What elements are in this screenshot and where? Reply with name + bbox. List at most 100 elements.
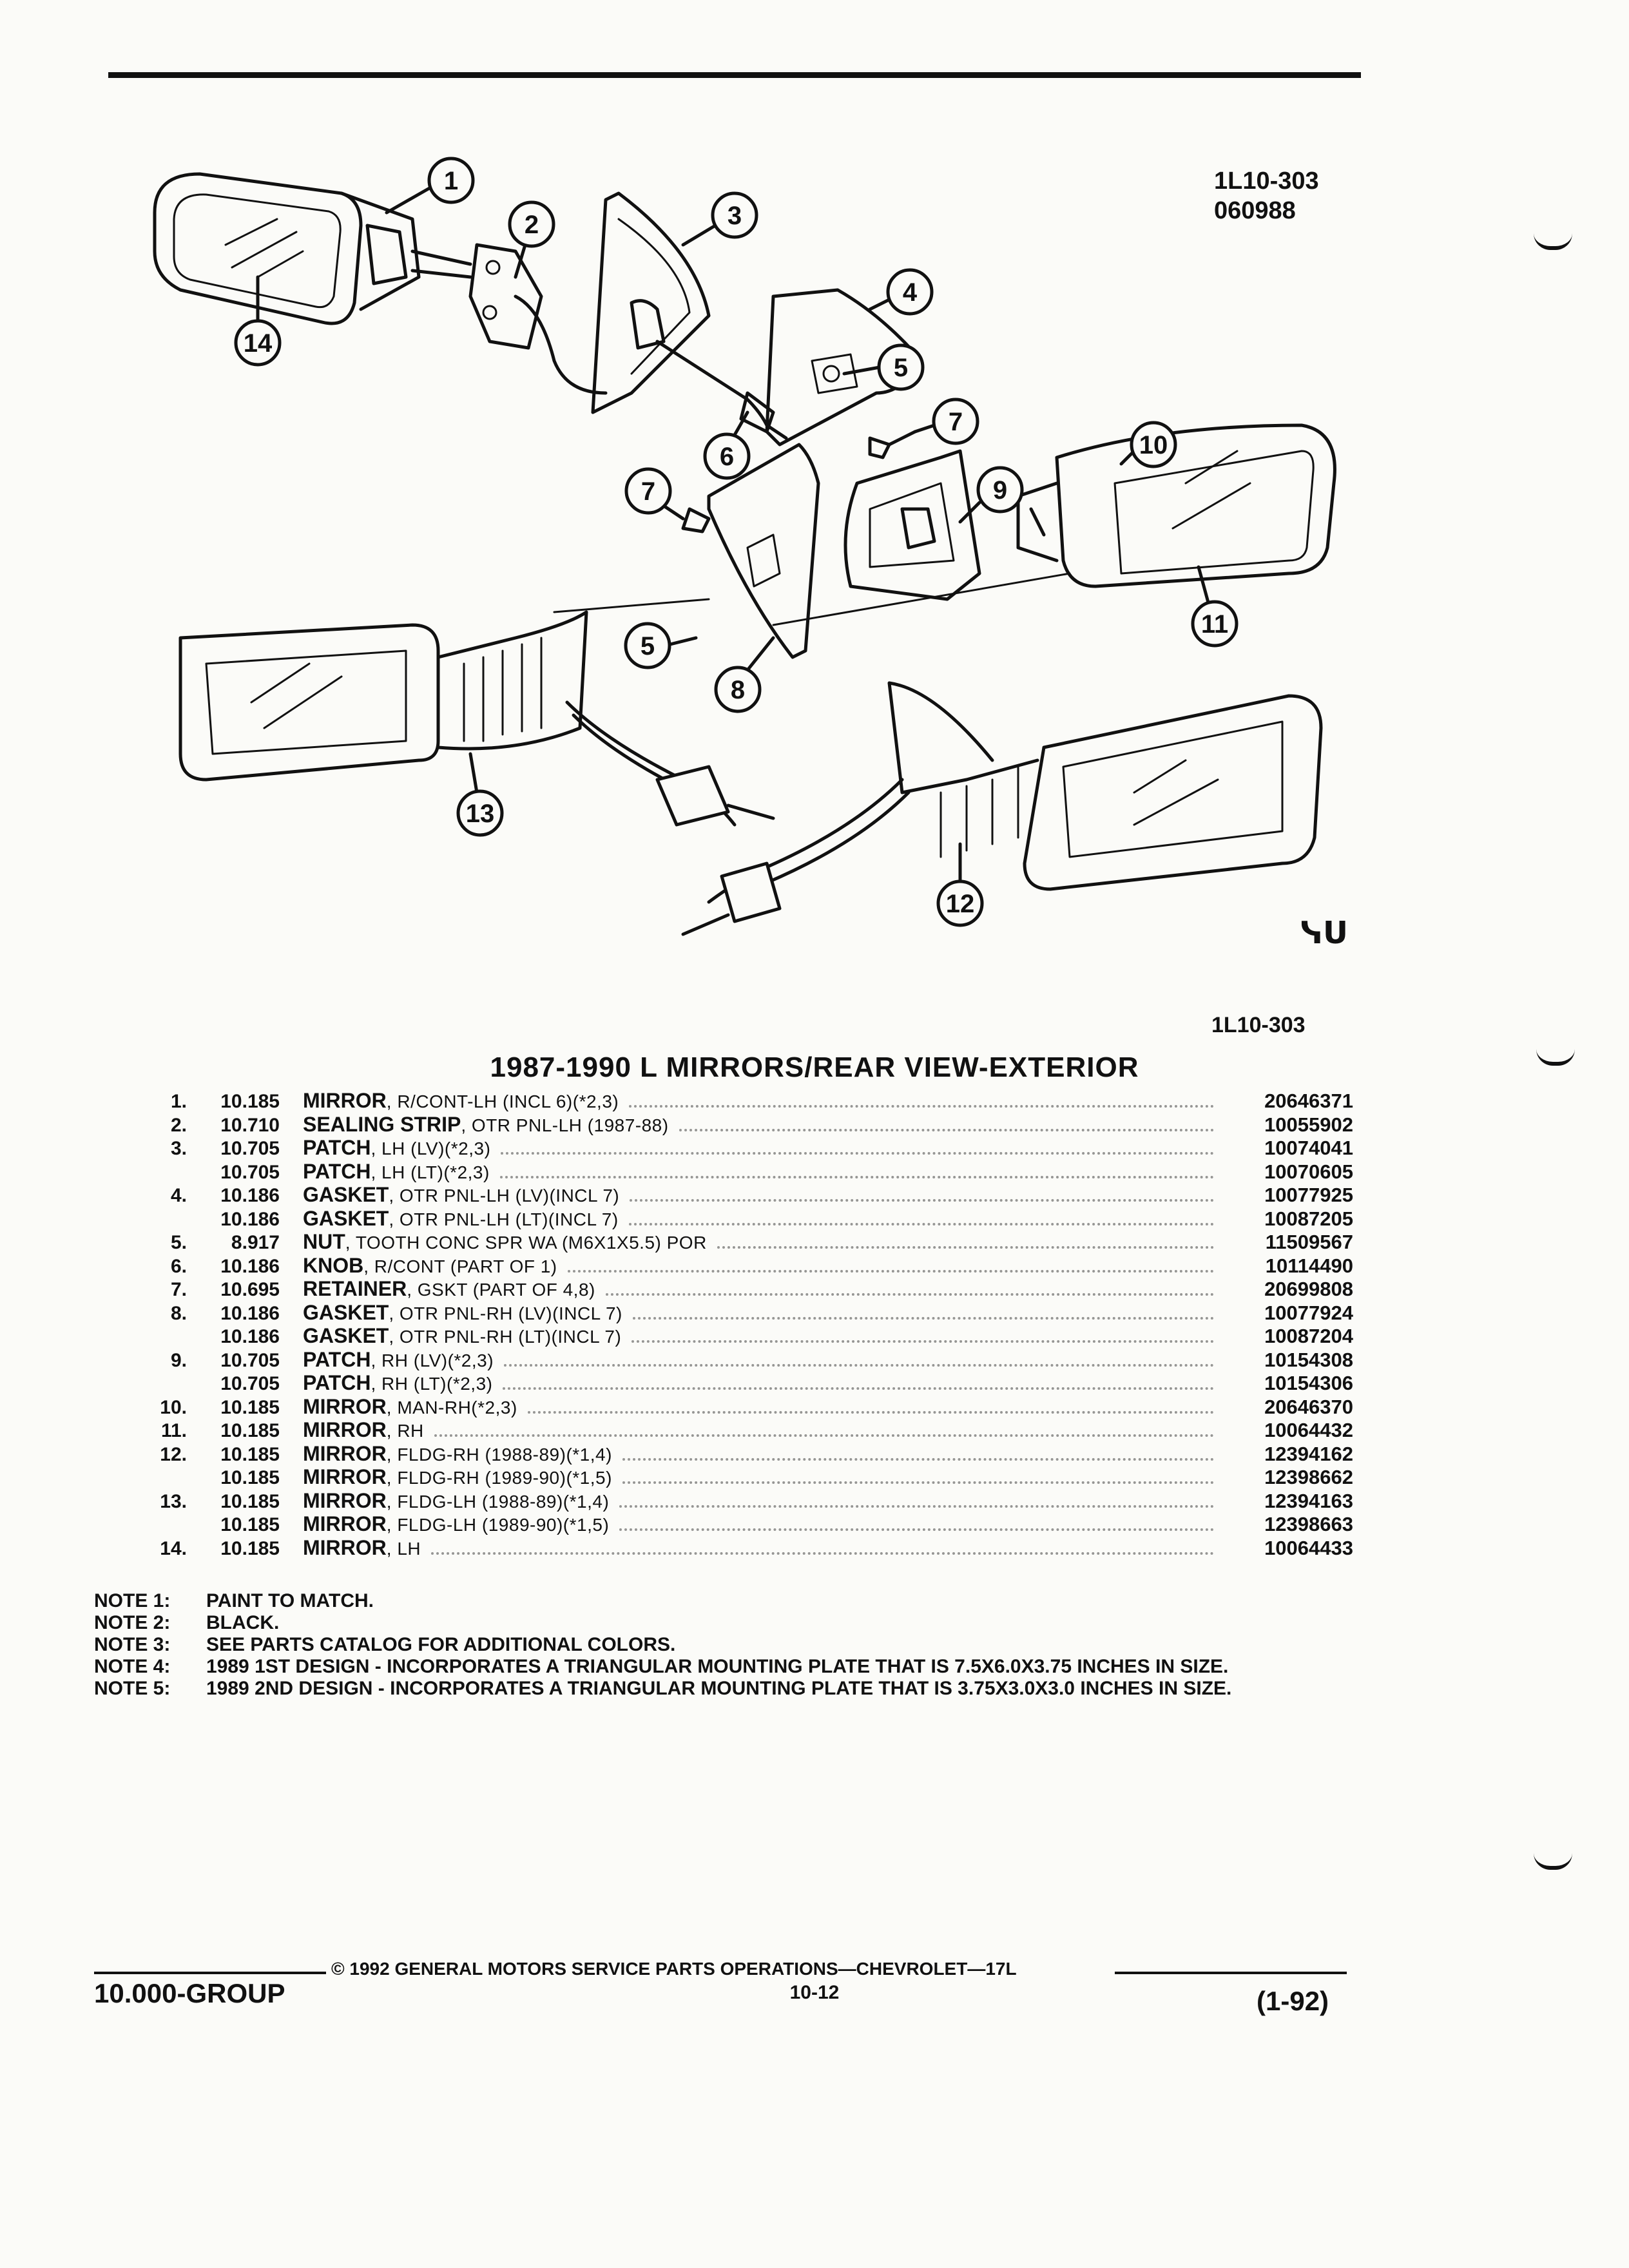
parts-row: 10.705 PATCH, RH (LT)(*2,3) 10154306 — [129, 1371, 1353, 1395]
part-number: 10087205 — [1264, 1207, 1353, 1230]
callout-3-label: 3 — [728, 202, 742, 230]
part-detail: , OTR PNL-LH (LV)(INCL 7) — [389, 1186, 620, 1206]
leader-dots — [499, 1175, 1214, 1178]
part-group-code: 8.917 — [231, 1232, 280, 1253]
leader-dots — [501, 1152, 1214, 1155]
part-name: MIRROR — [303, 1418, 387, 1441]
leader-dots — [632, 1316, 1214, 1320]
callout-1-label: 1 — [444, 167, 458, 195]
part-group-code: 10.185 — [220, 1490, 280, 1512]
leader-dots — [628, 1222, 1214, 1225]
note-text: 1989 2ND DESIGN - INCORPORATES A TRIANGU… — [206, 1678, 1232, 1699]
leader-dots — [567, 1269, 1214, 1273]
rh-folding-mirror-drawing — [681, 681, 1323, 936]
part-description: MIRROR, RH — [303, 1418, 1224, 1443]
part-group-code: 10.186 — [220, 1255, 280, 1277]
part-group-code: 10.185 — [220, 1396, 280, 1418]
su-logo-icon: ᓭᑌ — [1300, 915, 1349, 951]
callout-9-label: 9 — [993, 476, 1007, 505]
page-title: 1987-1990 L MIRRORS/REAR VIEW-EXTERIOR — [490, 1052, 1139, 1083]
part-number: 10077924 — [1264, 1301, 1353, 1324]
note-item: NOTE 1:PAINT TO MATCH. — [94, 1590, 1357, 1612]
callout-8: 8 — [714, 636, 775, 713]
part-detail: , FLDG-RH (1988-89)(*1,4) — [386, 1444, 612, 1465]
part-detail: , LH — [386, 1538, 421, 1559]
callout-14: 14 — [234, 275, 282, 367]
part-number: 10154308 — [1264, 1348, 1353, 1371]
illustration-reference: 1L10-303 060988 — [1214, 166, 1382, 226]
parts-row: 3. 10.705 PATCH, LH (LV)(*2,3) 10074041 — [129, 1136, 1353, 1160]
callout-4: 4 — [868, 268, 934, 316]
callout-2: 2 — [508, 200, 555, 279]
note-item: NOTE 3:SEE PARTS CATALOG FOR ADDITIONAL … — [94, 1634, 1357, 1656]
note-text: 1989 1ST DESIGN - INCORPORATES A TRIANGU… — [206, 1656, 1229, 1677]
callout-7-upper-label: 7 — [949, 408, 963, 436]
lh-folding-mirror-drawing — [178, 610, 775, 827]
part-detail: , FLDG-LH (1988-89)(*1,4) — [386, 1491, 610, 1512]
part-index: 5. — [170, 1232, 187, 1253]
part-description: MIRROR, MAN-RH(*2,3) — [303, 1395, 1224, 1420]
part-number: 10077925 — [1264, 1184, 1353, 1206]
leader-dots — [622, 1481, 1214, 1484]
part-name: PATCH — [303, 1371, 371, 1394]
callout-7-lower: 7 — [624, 467, 685, 521]
callout-11: 11 — [1191, 565, 1239, 648]
part-number: 20646370 — [1264, 1395, 1353, 1418]
callout-5-label: 5 — [894, 354, 908, 382]
part-group-code: 10.186 — [220, 1302, 280, 1324]
callout-7-upper: 7 — [913, 398, 979, 445]
part-description: GASKET, OTR PNL-RH (LT)(INCL 7) — [303, 1324, 1224, 1349]
part-group-code: 10.705 — [220, 1161, 280, 1183]
top-rule — [108, 72, 1361, 78]
part-name: PATCH — [303, 1159, 371, 1183]
leader-dots — [504, 1363, 1214, 1367]
part-description: PATCH, LH (LV)(*2,3) — [303, 1136, 1224, 1161]
note-label: NOTE 2: — [94, 1612, 171, 1633]
part-detail: , RH (LT)(*2,3) — [371, 1374, 493, 1394]
part-group-code: 10.705 — [220, 1373, 280, 1394]
part-number: 10074041 — [1264, 1137, 1353, 1159]
leader-dots — [619, 1504, 1214, 1508]
part-group-code: 10.185 — [220, 1467, 280, 1488]
part-name: GASKET — [303, 1300, 389, 1324]
part-detail: , MAN-RH(*2,3) — [386, 1397, 517, 1418]
part-description: KNOB, R/CONT (PART OF 1) — [303, 1254, 1224, 1279]
leader-dots — [619, 1528, 1214, 1531]
knob-drawing — [739, 391, 788, 440]
part-index: 6. — [170, 1255, 187, 1277]
part-description: PATCH, RH (LV)(*2,3) — [303, 1348, 1224, 1373]
callout-9: 9 — [958, 466, 1024, 524]
leader-dots — [679, 1128, 1214, 1131]
note-text: PAINT TO MATCH. — [206, 1590, 374, 1611]
part-name: GASKET — [303, 1324, 389, 1347]
leader-dots — [434, 1434, 1214, 1437]
part-detail: , OTR PNL-RH (LT)(INCL 7) — [389, 1327, 622, 1347]
footer-page-number: 10-12 — [789, 1982, 840, 2003]
part-index: 13. — [160, 1490, 187, 1512]
rh-patch-drawing — [843, 449, 981, 601]
callout-13-label: 13 — [466, 800, 495, 828]
part-number: 10087204 — [1264, 1325, 1353, 1347]
callout-3: 3 — [681, 191, 758, 247]
part-index: 7. — [170, 1279, 187, 1300]
part-index: 3. — [170, 1138, 187, 1159]
callout-5-lower-label: 5 — [641, 632, 655, 660]
leader-dots — [630, 1199, 1214, 1202]
part-detail: , R/CONT-LH (INCL 6)(*2,3) — [386, 1091, 619, 1111]
part-group-code: 10.705 — [220, 1138, 280, 1159]
part-detail: , FLDG-RH (1989-90)(*1,5) — [386, 1468, 612, 1488]
part-description: NUT, TOOTH CONC SPR WA (M6X1X5.5) POR — [303, 1230, 1224, 1255]
part-number: 12398662 — [1264, 1466, 1353, 1488]
part-description: MIRROR, FLDG-RH (1988-89)(*1,4) — [303, 1442, 1224, 1467]
part-group-code: 10.185 — [220, 1537, 280, 1559]
lh-remote-mirror-drawing — [153, 172, 472, 325]
part-group-code: 10.185 — [220, 1443, 280, 1465]
part-number: 10154306 — [1264, 1372, 1353, 1394]
part-name: MIRROR — [303, 1535, 387, 1559]
callout-7-lower-label: 7 — [641, 477, 655, 506]
